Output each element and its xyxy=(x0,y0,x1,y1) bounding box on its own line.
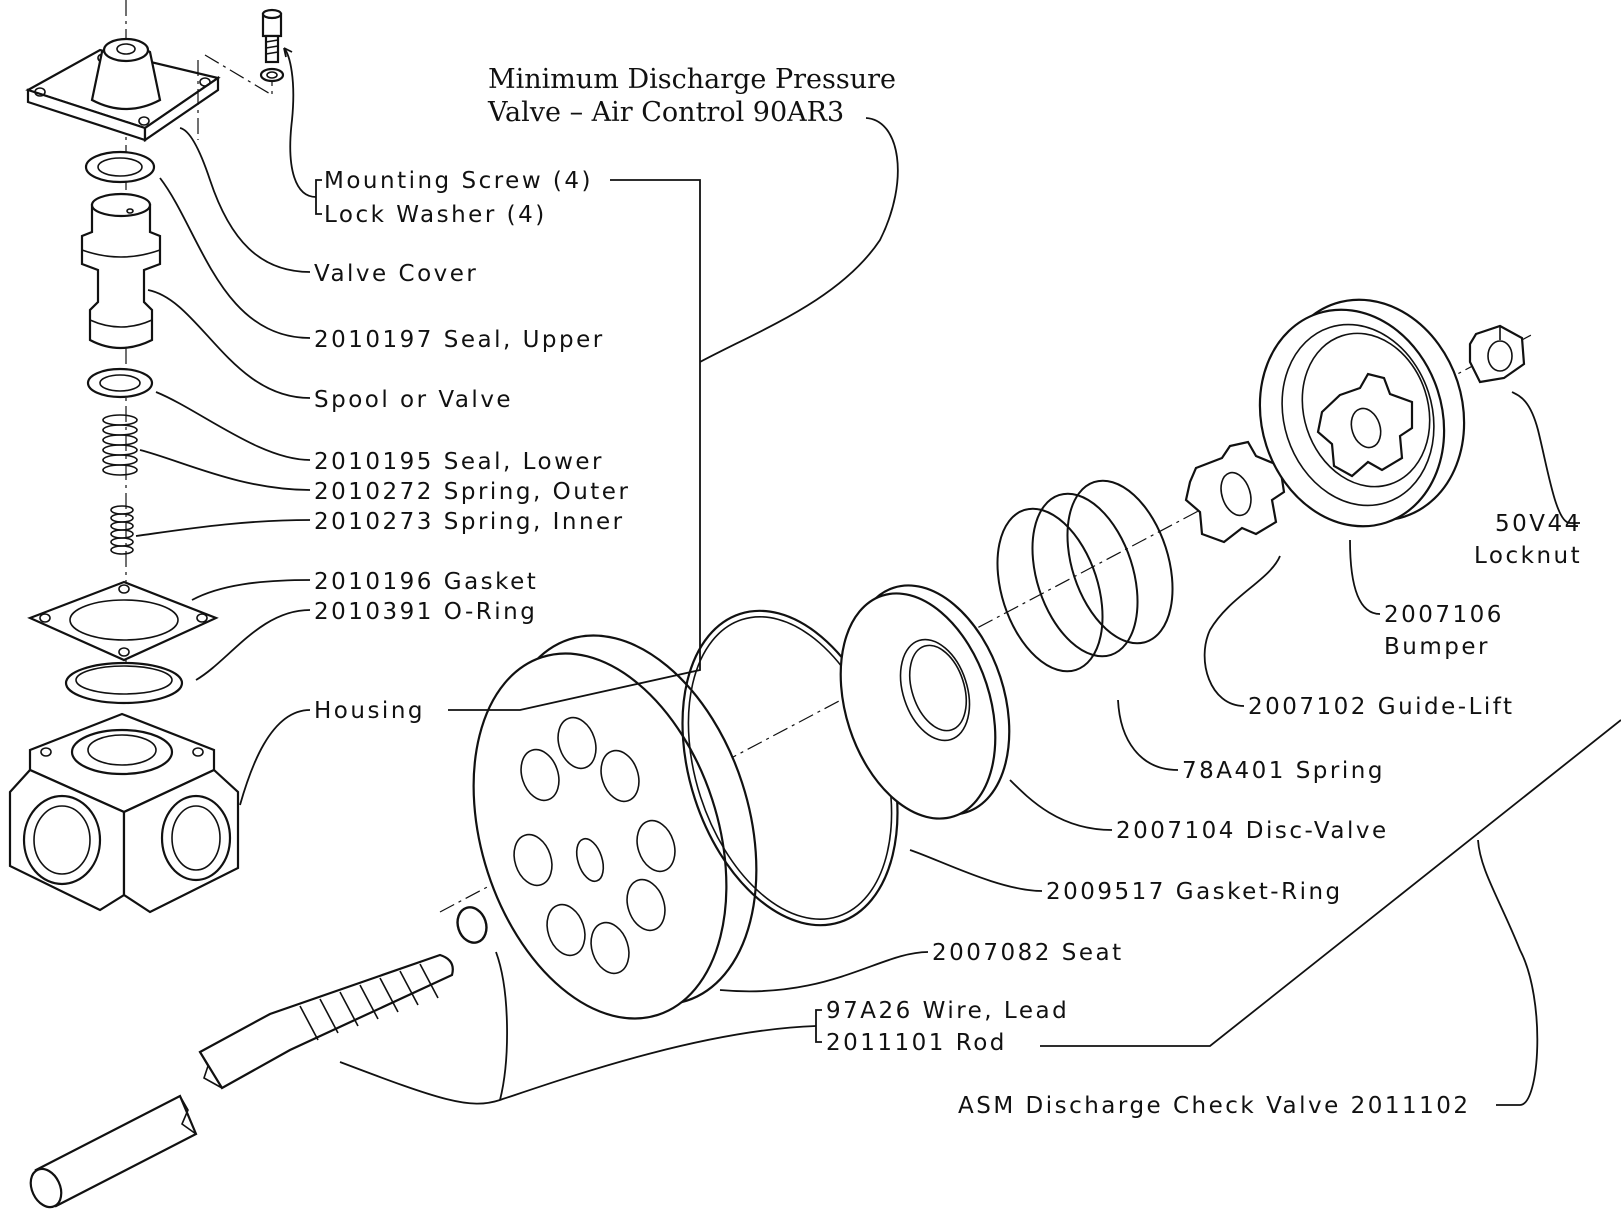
disc-valve-part xyxy=(839,584,1011,820)
label-spring-inner: 2010273 Spring, Inner xyxy=(314,509,625,535)
spool-part xyxy=(80,192,162,350)
gasket-part xyxy=(27,580,219,662)
inner-spring-part xyxy=(110,505,134,555)
label-mounting-screw: Mounting Screw (4) xyxy=(324,168,593,194)
label-rod: 2011101 Rod xyxy=(826,1030,1007,1056)
lower-seal-part xyxy=(86,367,154,399)
rod-part xyxy=(29,953,454,1209)
mounting-screw-part xyxy=(261,8,283,64)
label-locknut: Locknut xyxy=(1474,543,1582,569)
housing-part xyxy=(8,712,240,914)
label-spring: 78A401 Spring xyxy=(1182,758,1385,784)
label-guide-lift: 2007102 Guide-Lift xyxy=(1248,694,1515,720)
label-bumper: Bumper xyxy=(1384,634,1490,660)
label-locknut-number: 50V44 xyxy=(1495,511,1582,537)
diagram-title-line1: Minimum Discharge Pressure xyxy=(488,64,896,95)
label-seat: 2007082 Seat xyxy=(932,940,1124,966)
outer-spring-part xyxy=(102,414,138,476)
seat-part xyxy=(472,634,758,1020)
label-lock-washer: Lock Washer (4) xyxy=(324,202,547,228)
label-asm-discharge-check-valve: ASM Discharge Check Valve 2011102 xyxy=(958,1093,1471,1119)
label-o-ring: 2010391 O-Ring xyxy=(314,599,537,625)
lead-wire-part xyxy=(456,906,488,944)
guide-lift-part xyxy=(1184,440,1286,544)
label-wire-lead: 97A26 Wire, Lead xyxy=(826,998,1069,1024)
o-ring-part xyxy=(64,661,184,705)
label-bumper-number: 2007106 xyxy=(1384,602,1504,628)
label-spool: Spool or Valve xyxy=(314,387,513,413)
lock-washer-part xyxy=(259,67,285,83)
diagram-title-line2: Valve – Air Control 90AR3 xyxy=(487,97,844,128)
label-spring-outer: 2010272 Spring, Outer xyxy=(314,479,630,505)
valve-cover-part xyxy=(25,37,221,143)
check-valve-spring-part xyxy=(996,479,1174,673)
label-gasket-ring: 2009517 Gasket-Ring xyxy=(1046,879,1343,905)
label-gasket: 2010196 Gasket xyxy=(314,569,538,595)
label-seal-upper: 2010197 Seal, Upper xyxy=(314,327,605,353)
label-housing: Housing xyxy=(314,698,425,724)
locknut-part xyxy=(1468,324,1526,384)
label-disc-valve: 2007104 Disc-Valve xyxy=(1116,818,1389,844)
bumper-part xyxy=(1258,298,1466,528)
upper-seal-part xyxy=(84,150,156,184)
label-valve-cover: Valve Cover xyxy=(314,261,478,287)
leader-lines xyxy=(135,47,1621,1106)
label-seal-lower: 2010195 Seal, Lower xyxy=(314,449,604,475)
